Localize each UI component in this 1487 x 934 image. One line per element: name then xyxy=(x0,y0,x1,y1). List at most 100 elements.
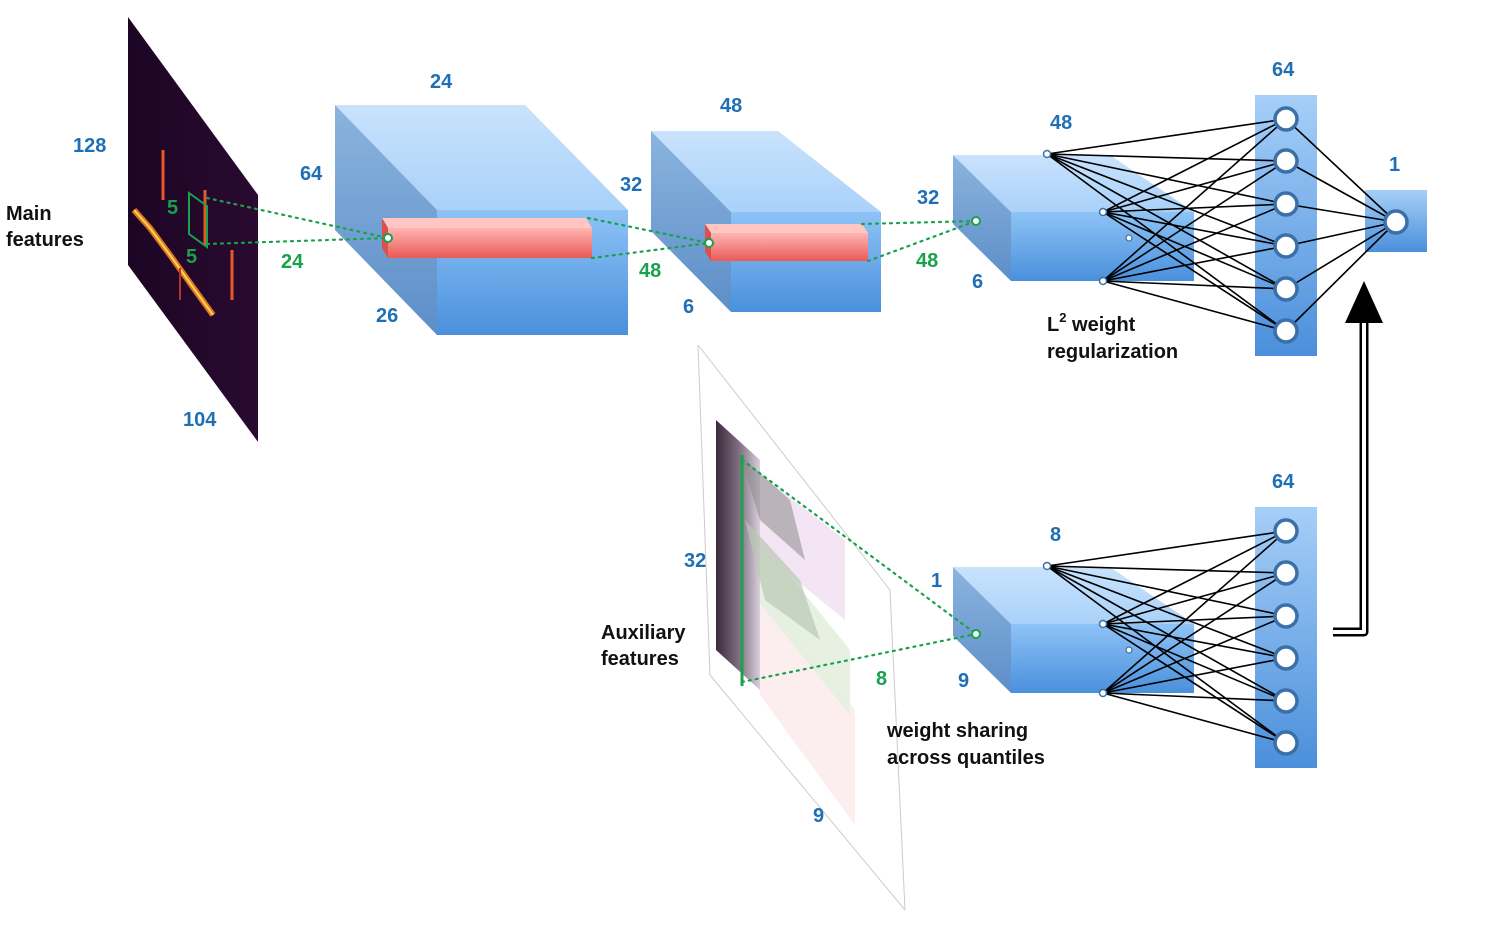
connection-line xyxy=(1102,160,1287,282)
connection-line xyxy=(1102,615,1287,625)
connections-main xyxy=(1046,118,1287,332)
conv-kernel-1 xyxy=(382,218,592,258)
l2-label-2: regularization xyxy=(1047,341,1178,363)
spectrogram xyxy=(128,17,258,442)
connection-line xyxy=(1046,118,1287,155)
dense-neuron xyxy=(1273,560,1299,586)
kernel-width: 5 xyxy=(186,246,197,268)
aux-features-label-1: Auxiliary xyxy=(601,622,686,644)
connection-line xyxy=(1102,572,1287,625)
dense-neuron xyxy=(1273,276,1299,302)
dense-neuron xyxy=(1273,645,1299,671)
source-unit xyxy=(1098,619,1108,629)
connection-line xyxy=(1046,153,1287,247)
rf-point-3 xyxy=(971,216,981,226)
dense-neuron xyxy=(1273,688,1299,714)
conv1-depth: 24 xyxy=(430,71,453,93)
source-unit xyxy=(1042,561,1052,571)
rf-point-2 xyxy=(704,238,714,248)
connection-line xyxy=(1285,221,1397,290)
connection-line xyxy=(1046,565,1287,574)
connection-line xyxy=(1102,245,1287,282)
kernel-window xyxy=(188,191,208,249)
source-unit xyxy=(1098,276,1108,286)
spectrogram-width: 104 xyxy=(183,409,217,431)
connection-line xyxy=(1102,615,1287,694)
connection-line xyxy=(1285,160,1397,223)
connection-line xyxy=(1102,160,1287,213)
connection-line xyxy=(1102,623,1287,659)
aux-input-stack xyxy=(697,344,906,911)
aux-conv-fan: 8 xyxy=(1050,524,1061,546)
dense-neuron xyxy=(1273,730,1299,756)
conv-kernel-2 xyxy=(705,224,868,261)
connection-line xyxy=(1102,692,1287,702)
conv1-width: 26 xyxy=(376,305,398,327)
source-unit xyxy=(1042,149,1052,159)
dense-neuron xyxy=(1273,148,1299,174)
connection-line xyxy=(1285,203,1397,223)
connection-line xyxy=(1046,565,1287,659)
dense-neuron xyxy=(1273,233,1299,259)
main-features-label-2: features xyxy=(6,229,84,251)
aux-conv-kernel: 8 xyxy=(876,668,887,690)
dense-main-units: 64 xyxy=(1272,59,1295,81)
conv3-height: 32 xyxy=(917,187,939,209)
connection-line xyxy=(1102,572,1287,694)
conv2-depth: 48 xyxy=(720,95,742,117)
merge-arrow xyxy=(1333,281,1383,637)
weight-sharing-label-2: across quantiles xyxy=(887,747,1045,769)
conv-block-2 xyxy=(651,131,881,312)
connection-line xyxy=(1102,211,1287,247)
connection-line xyxy=(1285,221,1397,247)
output-neuron xyxy=(1383,209,1409,235)
conv2-width: 6 xyxy=(683,296,694,318)
connection-line xyxy=(1102,692,1287,744)
connection-line xyxy=(1102,118,1287,213)
connection-line xyxy=(1102,657,1287,694)
weight-sharing-label-1: weight sharing xyxy=(886,720,1028,742)
conv3-fan: 48 xyxy=(1050,112,1072,134)
aux-features-label-2: features xyxy=(601,648,679,670)
aux-conv-height: 1 xyxy=(931,570,942,592)
connections-aux xyxy=(1046,530,1287,744)
connection-line xyxy=(1046,153,1287,290)
dense-neuron xyxy=(1273,518,1299,544)
conv3-kernel: 48 xyxy=(916,250,938,272)
source-unit xyxy=(1125,234,1133,242)
dense-aux-units: 64 xyxy=(1272,471,1295,493)
rf-point-aux xyxy=(971,629,981,639)
connection-line xyxy=(1102,623,1287,702)
conv2-height: 32 xyxy=(620,174,642,196)
dense-layer-aux xyxy=(1255,507,1317,768)
dense-neuron xyxy=(1273,106,1299,132)
connection-line xyxy=(1102,530,1287,625)
conv1-height: 64 xyxy=(300,163,323,185)
rf-point-1 xyxy=(383,233,393,243)
dense-neuron xyxy=(1273,603,1299,629)
connection-line xyxy=(1285,118,1397,223)
connection-line xyxy=(1102,203,1287,213)
aux-conv-width: 9 xyxy=(958,670,969,692)
conv-block-1 xyxy=(335,105,628,335)
spectrogram-height: 128 xyxy=(73,135,106,157)
connection-line xyxy=(1046,530,1287,567)
connection-line xyxy=(1102,211,1287,332)
connection-line xyxy=(1102,280,1287,290)
dense-neuron xyxy=(1273,318,1299,344)
connection-line xyxy=(1046,153,1287,162)
main-features-label-1: Main xyxy=(6,203,52,225)
connection-line xyxy=(1102,280,1287,332)
source-unit xyxy=(1098,688,1108,698)
aux-input-depth: 9 xyxy=(813,805,824,827)
kernel-height: 5 xyxy=(167,197,178,219)
connection-line xyxy=(1102,118,1287,282)
connection-line xyxy=(1046,565,1287,744)
source-unit xyxy=(1098,207,1108,217)
output-units: 1 xyxy=(1389,154,1400,176)
neuron-nodes xyxy=(1042,106,1409,756)
connection-line xyxy=(1046,153,1287,332)
aux-input-height: 32 xyxy=(684,550,706,572)
connection-line xyxy=(1102,623,1287,744)
